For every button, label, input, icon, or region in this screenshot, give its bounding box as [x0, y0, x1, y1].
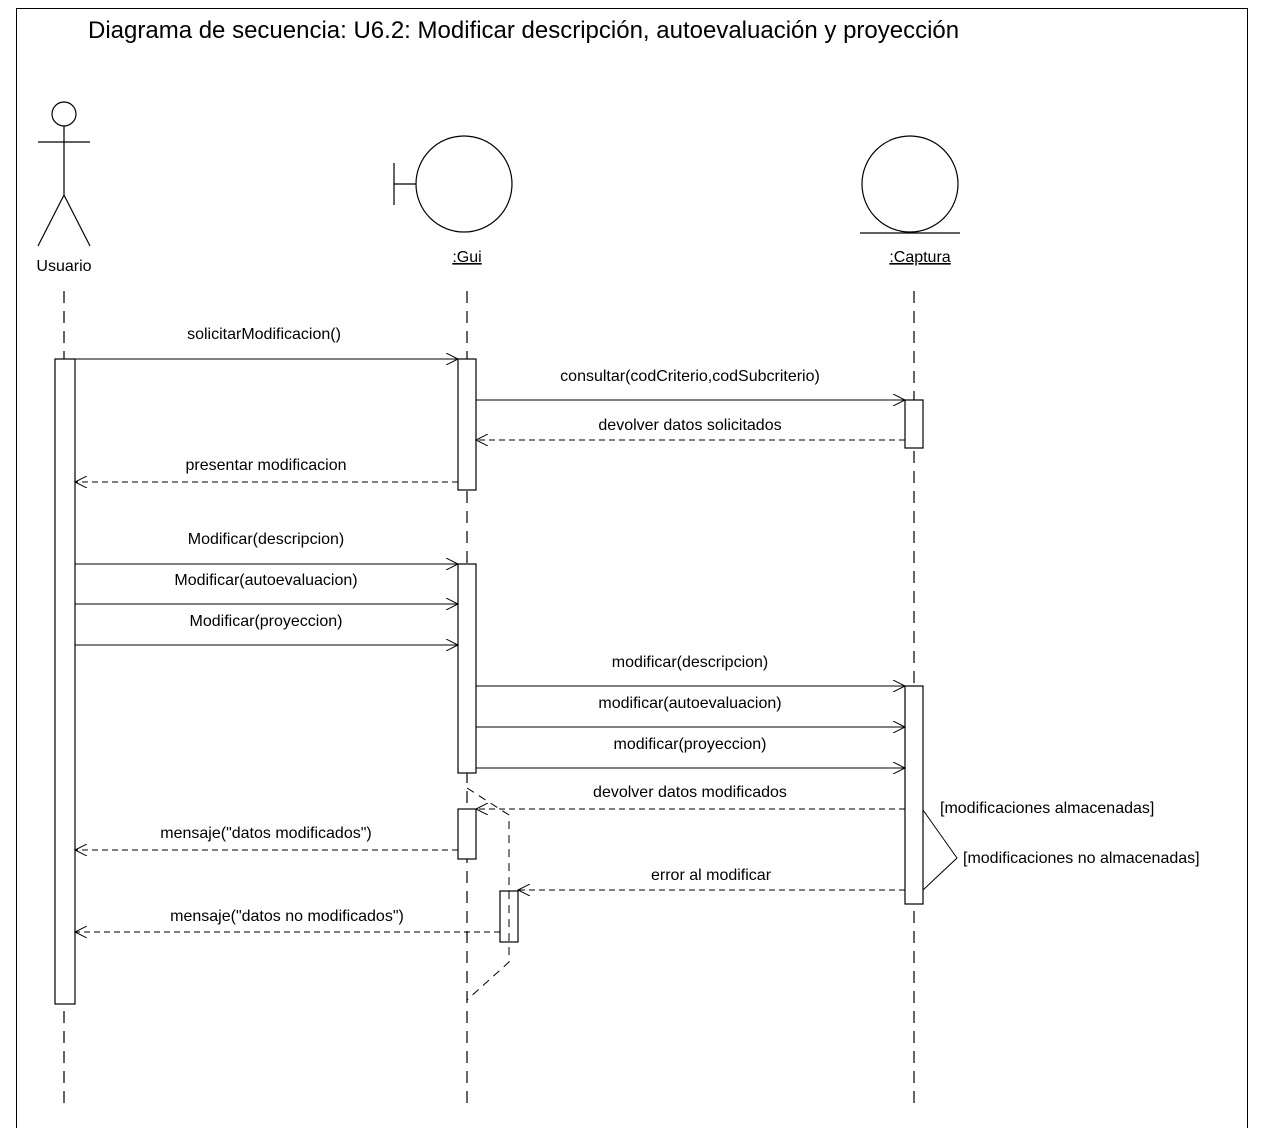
- actor-icon: [37, 101, 91, 247]
- message-label: presentar modificacion: [186, 457, 347, 474]
- participant-usuario: Usuario: [36, 258, 91, 275]
- message-label: solicitarModificacion(): [187, 326, 341, 343]
- message-label: Modificar(autoevaluacion): [174, 572, 357, 589]
- message-label: modificar(autoevaluacion): [598, 695, 781, 712]
- activation-captura-1: [904, 399, 924, 449]
- message-label: mensaje("datos modificados"): [160, 825, 371, 842]
- activation-captura-2: [904, 685, 924, 905]
- guard-connector: [922, 809, 958, 891]
- diagram-frame: [16, 8, 1248, 1128]
- message-label: consultar(codCriterio,codSubcriterio): [560, 368, 820, 385]
- message-label: mensaje("datos no modificados"): [170, 908, 404, 925]
- diagram-title: Diagrama de secuencia: U6.2: Modificar d…: [88, 17, 960, 44]
- message-label: devolver datos solicitados: [598, 417, 781, 434]
- activation-usuario: [54, 358, 76, 1005]
- branch-dashed-line: [466, 787, 510, 1001]
- guard-label: [modificaciones no almacenadas]: [963, 850, 1200, 867]
- message-label: Modificar(proyeccion): [190, 613, 343, 630]
- message-label: modificar(descripcion): [612, 654, 769, 671]
- guard-label: [modificaciones almacenadas]: [940, 800, 1154, 817]
- activation-gui-3: [457, 808, 477, 860]
- activation-gui-1: [457, 358, 477, 491]
- activation-gui-2: [457, 563, 477, 774]
- boundary-icon: [393, 135, 513, 233]
- message-label: error al modificar: [651, 867, 772, 884]
- participant-gui: :Gui: [452, 249, 481, 266]
- entity-icon: [860, 135, 960, 234]
- message-label: devolver datos modificados: [593, 784, 787, 801]
- message-label: Modificar(descripcion): [188, 531, 345, 548]
- activation-gui-4: [499, 890, 519, 943]
- participant-captura: :Captura: [889, 249, 950, 266]
- message-label: modificar(proyeccion): [614, 736, 767, 753]
